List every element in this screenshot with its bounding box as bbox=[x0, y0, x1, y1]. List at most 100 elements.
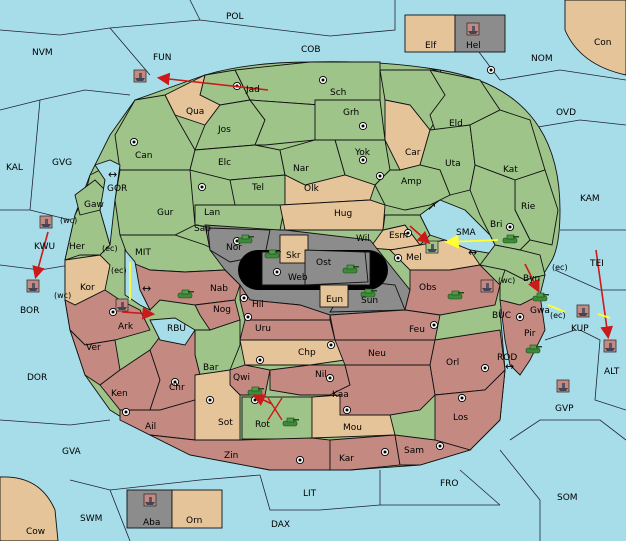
label-mou: Mou bbox=[343, 423, 362, 433]
region-amp[interactable] bbox=[374, 164, 451, 211]
label-kal: KAL bbox=[6, 163, 23, 173]
region-ost[interactable] bbox=[304, 249, 369, 286]
label-kwu: KWU bbox=[34, 242, 55, 252]
green-regions bbox=[114, 61, 559, 273]
label-nab: Nab bbox=[210, 284, 228, 294]
region-kar[interactable] bbox=[329, 434, 401, 471]
sea-rbu[interactable] bbox=[149, 317, 196, 346]
label-qua: Qua bbox=[186, 107, 204, 117]
ship-icon[interactable] bbox=[39, 215, 53, 229]
label-som: SOM bbox=[557, 493, 578, 503]
label-esm: Esm bbox=[389, 231, 408, 241]
label-dax: DAX bbox=[271, 520, 290, 530]
label-car: Car bbox=[405, 148, 421, 158]
label-ovd: OVD bbox=[556, 108, 576, 118]
label-kam: KAM bbox=[580, 194, 600, 204]
ship-icon[interactable] bbox=[466, 22, 480, 36]
label-rot: Rot bbox=[255, 420, 270, 430]
label-nvm: NVM bbox=[32, 48, 53, 58]
label-ec4: (ec) bbox=[550, 311, 566, 320]
svg-text:↗: ↗ bbox=[427, 200, 436, 213]
label-wil: Wil bbox=[356, 234, 370, 244]
label-bor: BOR bbox=[20, 306, 39, 316]
label-fun: FUN bbox=[153, 53, 172, 63]
label-amp: Amp bbox=[401, 177, 422, 187]
label-hug: Hug bbox=[334, 209, 352, 219]
label-skr: Skr bbox=[286, 251, 301, 261]
svg-text:↔: ↔ bbox=[468, 246, 477, 259]
sea-gor[interactable] bbox=[94, 159, 121, 246]
ship-icon[interactable] bbox=[115, 298, 129, 312]
region-orn[interactable] bbox=[171, 489, 223, 529]
label-orl: Orl bbox=[446, 358, 459, 368]
region-hel[interactable] bbox=[454, 14, 506, 53]
label-gvp: GVP bbox=[555, 404, 574, 414]
label-dor: DOR bbox=[27, 373, 47, 383]
ship-icon[interactable] bbox=[425, 240, 439, 254]
ship-icon[interactable] bbox=[143, 493, 157, 507]
label-lit: LIT bbox=[303, 489, 317, 499]
region-hil[interactable] bbox=[239, 283, 331, 321]
ship-icon[interactable] bbox=[556, 379, 570, 393]
label-gwa: Gwa bbox=[530, 306, 550, 316]
ship-icon[interactable] bbox=[480, 279, 494, 293]
label-pir: Pir bbox=[524, 329, 536, 339]
region-pir[interactable] bbox=[499, 294, 546, 376]
label-lan: Lan bbox=[204, 208, 220, 218]
label-bar: Bar bbox=[203, 363, 219, 373]
region-bri[interactable] bbox=[469, 164, 531, 251]
region-obs[interactable] bbox=[404, 264, 501, 316]
label-elc: Elc bbox=[218, 158, 231, 168]
label-buc: BUC bbox=[492, 311, 511, 321]
label-chr: Chr bbox=[169, 383, 185, 393]
label-sma: SMA bbox=[456, 228, 476, 238]
label-con: Con bbox=[594, 38, 612, 48]
label-wc3: (wc) bbox=[498, 276, 515, 285]
label-chp: Chp bbox=[298, 348, 316, 358]
label-gur: Gur bbox=[157, 208, 174, 218]
label-ost: Ost bbox=[316, 258, 332, 268]
label-rbu: RBU bbox=[167, 324, 186, 334]
passage-markers: ↔ ↔ ↗ ↔ ↔ bbox=[108, 168, 514, 373]
ship-icon[interactable] bbox=[26, 279, 40, 293]
label-tei: TEI bbox=[589, 259, 604, 269]
label-can: Can bbox=[135, 151, 153, 161]
label-nar: Nar bbox=[293, 164, 309, 174]
region-cow[interactable] bbox=[0, 476, 59, 541]
region-sam[interactable] bbox=[394, 434, 472, 466]
label-aba: Aba bbox=[143, 518, 160, 528]
label-gaw: Gaw bbox=[84, 200, 104, 210]
label-rod: ROD bbox=[497, 353, 517, 363]
region-grh[interactable] bbox=[314, 99, 386, 141]
region-chp[interactable] bbox=[239, 339, 346, 366]
label-jos: Jos bbox=[217, 125, 231, 135]
region-skr[interactable] bbox=[279, 234, 309, 264]
label-nog: Nog bbox=[213, 305, 231, 315]
label-cob: COB bbox=[301, 45, 321, 55]
label-eun: Eun bbox=[326, 295, 343, 305]
region-elf[interactable] bbox=[404, 14, 456, 53]
label-neu: Neu bbox=[368, 349, 386, 359]
ship-icon[interactable] bbox=[576, 304, 590, 318]
region-eun[interactable] bbox=[319, 284, 349, 308]
label-grh: Grh bbox=[343, 108, 359, 118]
label-ec1: (ec) bbox=[102, 244, 118, 253]
region-hug[interactable] bbox=[279, 199, 386, 231]
label-kor: Kor bbox=[80, 283, 95, 293]
label-her: Her bbox=[69, 242, 85, 252]
ship-icon[interactable] bbox=[133, 69, 147, 83]
region-feu[interactable] bbox=[329, 309, 441, 341]
ship-icon[interactable] bbox=[603, 339, 617, 353]
label-byn: Byn bbox=[523, 274, 540, 284]
region-sch[interactable] bbox=[234, 61, 381, 106]
label-zin: Zin bbox=[224, 451, 238, 461]
label-alt: ALT bbox=[604, 367, 620, 377]
region-rot[interactable] bbox=[241, 396, 313, 440]
red-regions bbox=[64, 261, 546, 471]
label-feu: Feu bbox=[409, 325, 425, 335]
label-elf: Elf bbox=[425, 41, 437, 51]
label-ail: Ail bbox=[145, 422, 156, 432]
region-gur[interactable] bbox=[114, 169, 196, 236]
